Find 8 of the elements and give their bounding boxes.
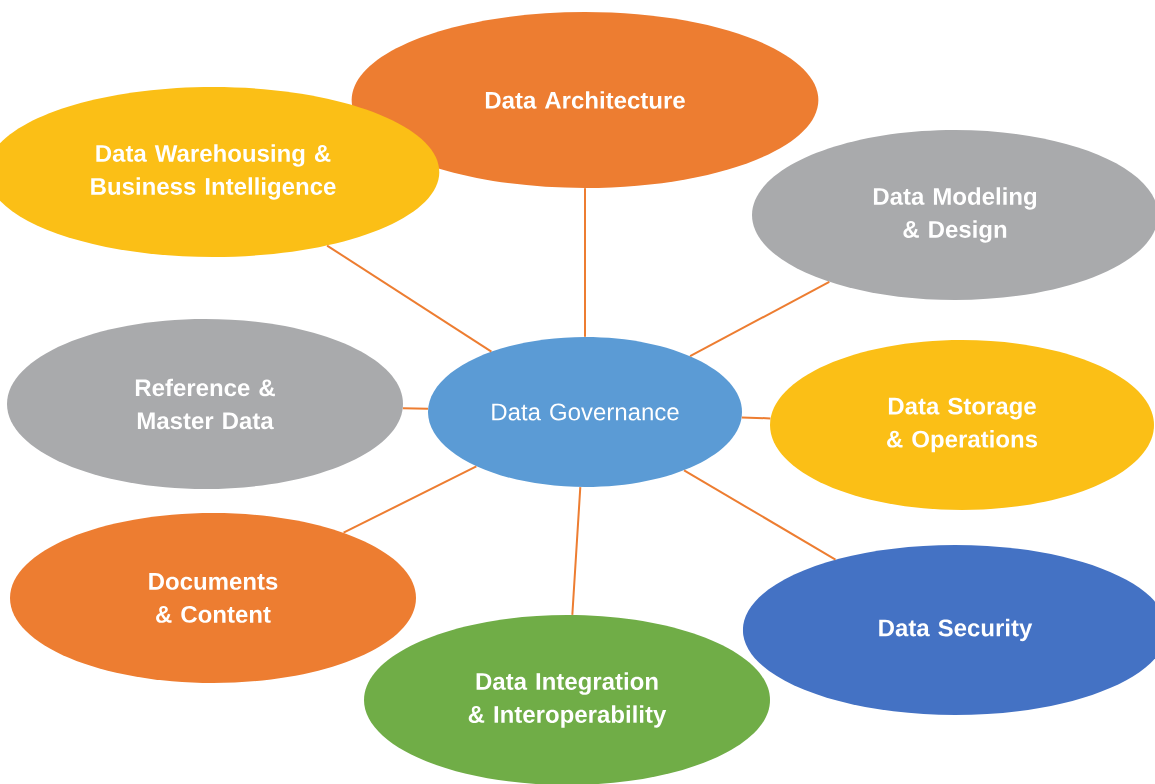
connector-line <box>326 244 493 353</box>
connector-line <box>342 465 478 534</box>
connector-line <box>683 469 837 561</box>
connector-line <box>689 280 831 358</box>
connector-line <box>740 416 772 420</box>
connector-line <box>401 407 429 410</box>
connector-line <box>584 187 586 338</box>
connector-line <box>571 486 582 616</box>
